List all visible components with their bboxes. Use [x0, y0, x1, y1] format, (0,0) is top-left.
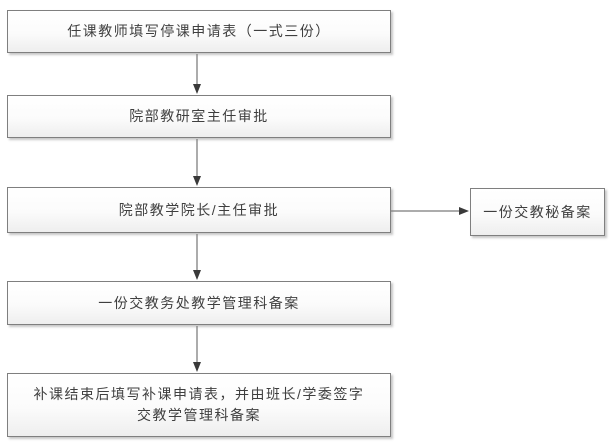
- flow-step-makeup-class-form: 补课结束后填写补课申请表，并由班长/学委签字 交教学管理科备案: [7, 373, 391, 437]
- flow-step-label: 院部教研室主任审批: [129, 108, 269, 124]
- flow-step-label-line2: 交教学管理科备案: [136, 407, 261, 423]
- flow-step-label: 一份交教务处教学管理科备案: [98, 294, 300, 311]
- flow-step-label: 院部教学院长/主任审批: [118, 201, 280, 218]
- flow-step-label: 补课结束后填写补课申请表，并由班长/学委签字 交教学管理科备案: [34, 384, 365, 426]
- flow-step-label: 一份交教秘备案: [483, 203, 592, 220]
- flow-step-fill-suspension-form: 任课教师填写停课申请表（一式三份）: [7, 10, 391, 53]
- flow-step-teaching-research-office-approval: 院部教研室主任审批: [7, 95, 391, 138]
- flow-branch-file-with-teaching-secretary: 一份交教秘备案: [470, 188, 605, 236]
- flow-step-dean-approval: 院部教学院长/主任审批: [7, 187, 391, 233]
- flow-step-label: 任课教师填写停课申请表（一式三份）: [67, 23, 331, 39]
- flow-step-label-line1: 补课结束后填写补课申请表，并由班长/学委签字: [33, 386, 365, 402]
- flow-step-file-with-academic-affairs: 一份交教务处教学管理科备案: [7, 281, 391, 325]
